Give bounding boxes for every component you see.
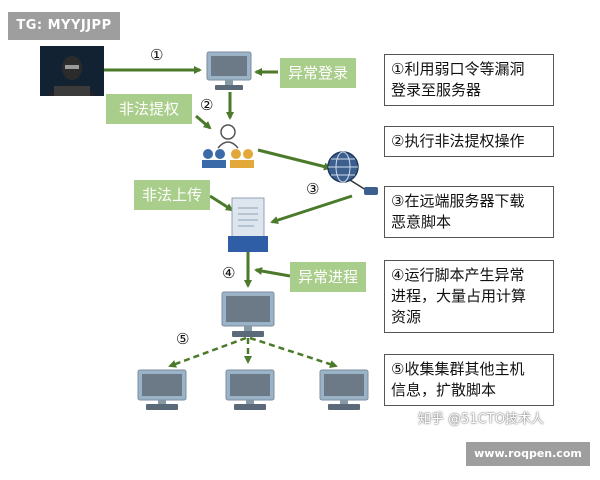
globe-plug-icon <box>364 187 378 195</box>
step-description-3: ③在远端服务器下载 恶意脚本 <box>384 186 554 238</box>
server-icon <box>228 197 268 252</box>
arrow-illegal-escalation <box>195 114 212 130</box>
step-description-2: ②执行非法提权操作 <box>384 126 554 157</box>
watermark-tag: TG: MYYJJPP <box>8 12 120 40</box>
monitor-icon <box>206 51 252 90</box>
globe-cable <box>349 179 367 191</box>
footer-watermark: www.roqpen.com <box>466 442 590 466</box>
monitor-icon <box>319 369 369 410</box>
monitor-icon <box>225 369 275 410</box>
step-marker-2: ② <box>200 96 214 114</box>
users-icon <box>202 124 254 168</box>
illegal-upload-label: 非法上传 <box>134 180 210 210</box>
arrow-spread-right <box>249 336 338 368</box>
step-description-1: ①利用弱口令等漏洞 登录至服务器 <box>384 54 554 106</box>
step-marker-4: ④ <box>222 264 236 282</box>
desc-line: 资源 <box>391 308 422 326</box>
desc-line: 信息，扩散脚本 <box>391 381 497 399</box>
hacker-icon <box>40 46 104 96</box>
step-marker-3: ③ <box>306 180 320 198</box>
desc-line: 进程，大量占用计算 <box>391 287 527 305</box>
monitor-icon <box>221 291 275 337</box>
step-marker-1: ① <box>150 46 164 64</box>
step-description-4: ④运行脚本产生异常 进程，大量占用计算 资源 <box>384 260 554 333</box>
step-marker-5: ⑤ <box>176 330 190 348</box>
arrow-globe-to-server <box>270 194 353 224</box>
illegal-escalation-label: 非法提权 <box>106 94 192 124</box>
arrow-spread-left <box>168 336 247 368</box>
desc-line: 恶意脚本 <box>391 213 452 231</box>
desc-line: ①利用弱口令等漏洞 <box>391 60 525 78</box>
arrow-illegal-upload <box>209 194 234 212</box>
desc-line: ④运行脚本产生异常 <box>391 266 525 284</box>
zhihu-watermark: 知乎 @51CTO技术人 <box>418 412 544 427</box>
arrow-abnormal-process <box>254 267 291 278</box>
desc-line: ⑤收集集群其他主机 <box>391 360 525 378</box>
monitor-icon <box>137 369 187 410</box>
desc-line: ②执行非法提权操作 <box>391 132 525 150</box>
abnormal-process-label: 异常进程 <box>290 262 366 292</box>
desc-line: 登录至服务器 <box>391 81 482 99</box>
desc-line: ③在远端服务器下载 <box>391 192 525 210</box>
abnormal-login-label: 异常登录 <box>280 58 356 88</box>
arrow-users-to-globe <box>257 148 332 171</box>
globe-icon <box>327 151 359 183</box>
step-description-5: ⑤收集集群其他主机 信息，扩散脚本 <box>384 354 554 406</box>
